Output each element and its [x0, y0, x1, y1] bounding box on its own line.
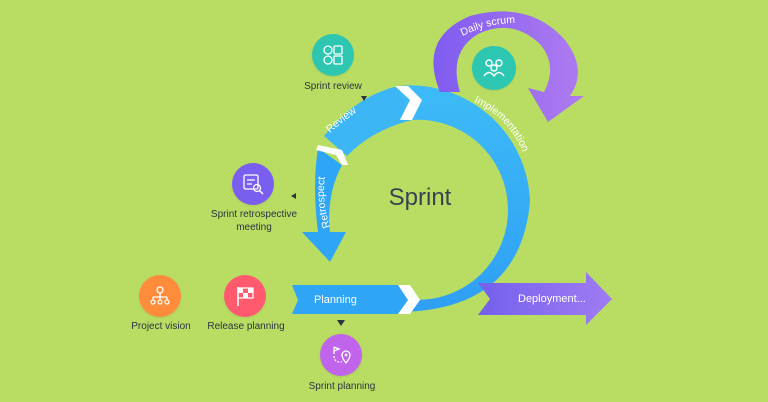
route-pin-icon	[320, 334, 362, 376]
team-group-icon	[472, 46, 516, 90]
sprint-review-label: Sprint review	[304, 81, 362, 92]
sprint-retro-label: Sprint retrospective meeting	[198, 208, 310, 234]
sprint-retro-line2: meeting	[236, 222, 272, 233]
retro-marker	[291, 193, 296, 199]
release-planning-label: Release planning	[207, 321, 285, 332]
hierarchy-icon	[139, 275, 181, 317]
planning-band	[292, 285, 420, 314]
sprint-planning-label: Sprint planning	[308, 381, 376, 392]
daily-scrum-loop	[433, 11, 584, 122]
deployment-label: Deployment...	[518, 293, 586, 305]
emoji-grid-icon	[312, 34, 354, 76]
sprint-review-marker	[361, 96, 367, 101]
sprint-retro-line1: Sprint retrospective	[210, 209, 298, 220]
checklist-search-icon	[232, 163, 274, 205]
planning-label: Planning	[314, 294, 357, 306]
planning-marker	[337, 320, 345, 326]
sprint-title: Sprint	[388, 184, 452, 211]
checkered-flag-icon	[224, 275, 266, 317]
sprint-cycle-ring	[302, 85, 530, 312]
project-vision-label: Project vision	[131, 321, 191, 332]
deployment-arrow	[478, 272, 612, 325]
